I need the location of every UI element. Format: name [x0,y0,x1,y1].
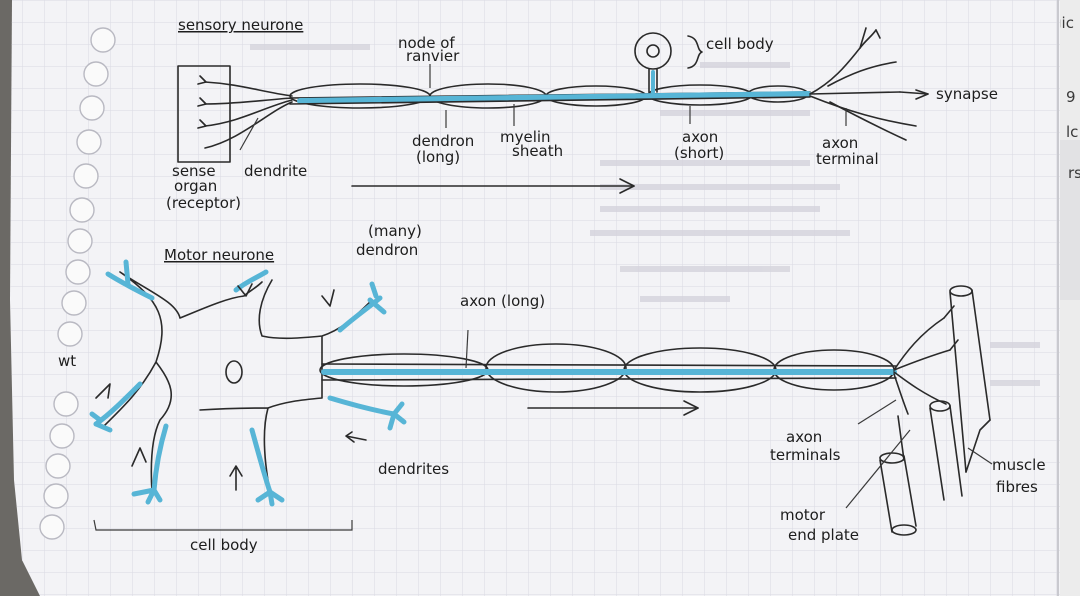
motor-axon-terminal [893,317,945,371]
axon-short-label: (short) [674,144,724,162]
edge-text: rs [1068,164,1080,182]
axon-long-label: axon (long) [460,292,545,310]
arrow-icon [197,119,207,129]
sensory-axon-highlight [297,91,811,104]
sensory-nucleus [646,44,660,58]
motor-axon [321,363,897,367]
motor-dendrite [337,295,383,333]
leader-line [465,329,469,369]
axon-terminal-branch [809,95,917,127]
axon-terminal-branch [809,91,901,95]
arrow-icon [619,178,635,194]
arrow-icon [95,383,111,399]
motor-dendrite [105,271,155,301]
notebook-paper [10,0,1060,596]
arrow-icon [197,97,207,107]
sense-organ-label: sense [172,162,216,180]
myelin-sheath-label: myelin [500,128,551,146]
dendron-label: (long) [416,148,460,166]
arrow-icon [237,283,253,297]
motor-end-plate-label: motor [780,506,826,524]
synapse-pointer [899,91,929,95]
leader-line [845,429,911,509]
cell-body-brace [687,35,703,69]
axon-terminals-label: axon [786,428,822,446]
leader-line [967,447,993,465]
dendrite-label: dendrite [244,162,307,180]
motor-axon-terminal [893,373,909,415]
sense-organ-box [177,65,231,163]
dendrites-label: dendrites [378,460,449,478]
dendrite-branch [204,97,293,105]
muscle-fibres [879,285,991,536]
arrow-icon [345,431,367,443]
synapse-label: synapse [936,85,998,103]
arrow-icon [915,89,929,100]
motor-dendrite [151,423,169,493]
arrow-icon [683,400,699,416]
motor-neurone-diagram: Motor neurone [89,222,1046,554]
motor-end-plate-label: end plate [788,526,859,544]
dendrite-branch [204,81,293,97]
sensory-neurone-diagram: sensory neurone cell body [166,16,998,212]
many-dendron-label: (many) [368,222,422,240]
edge-text: 9 [1066,88,1076,106]
show-through-ink [250,44,1040,386]
margin-note: wt [58,352,76,370]
axon-terminal-label: axon [822,134,858,152]
arrow-icon [321,289,335,307]
dendrite-branch [204,101,293,149]
motor-dendrite [131,487,163,505]
muscle-fibres-label: muscle [992,456,1046,474]
dendron-label: dendron [412,132,474,150]
motor-dendrite [123,259,131,287]
axon-short-label: axon [682,128,718,146]
axon-terminal-label: terminal [816,150,879,168]
motor-nucleus [225,360,243,384]
sensory-cell-body [634,32,672,70]
motor-axon-edge [321,377,897,381]
axon-terminal-branch [827,61,897,87]
myelin-segment [485,343,627,393]
sensory-neurone-title: sensory neurone [178,16,303,34]
arrow-icon [229,465,243,491]
motor-axon-terminal [893,349,951,371]
leader-line [857,399,897,425]
arrow-icon [131,447,147,467]
arrow-icon [197,75,207,85]
sense-organ-label: organ [174,177,217,195]
motor-dendrite [233,269,269,293]
edge-text: lc [1066,123,1078,141]
cell-body-bracket [93,519,353,531]
sensory-cell-body-label: cell body [706,35,774,53]
motor-dendrite [327,395,397,417]
motor-neurone-title: Motor neurone [164,246,274,264]
sensory-axon-edge [289,96,811,105]
axon-terminals-label: terminals [770,446,841,464]
binder-holes [39,27,116,540]
many-dendron-label: dendron [356,241,418,259]
motor-cell-body-label: cell body [190,536,258,554]
myelin-sheath-label: sheath [512,142,563,160]
axon-terminal-branch [859,27,867,49]
sense-organ-label: (receptor) [166,194,241,212]
node-of-ranvier-label: ranvier [406,47,460,65]
muscle-fibres-label: fibres [996,478,1038,496]
axon-terminal-branch [829,101,907,141]
motor-dendrite [255,489,285,507]
cell-body-stalk [648,68,658,93]
node-of-ranvier-label: node of [398,34,455,52]
dendrite-branch [204,99,293,127]
motor-dendrite [249,427,273,495]
motor-dendrite [387,401,407,431]
axon-terminal-branch [875,29,881,39]
leader-line [239,117,259,151]
motor-dendrite [89,411,113,433]
motor-dendrite [367,281,387,315]
